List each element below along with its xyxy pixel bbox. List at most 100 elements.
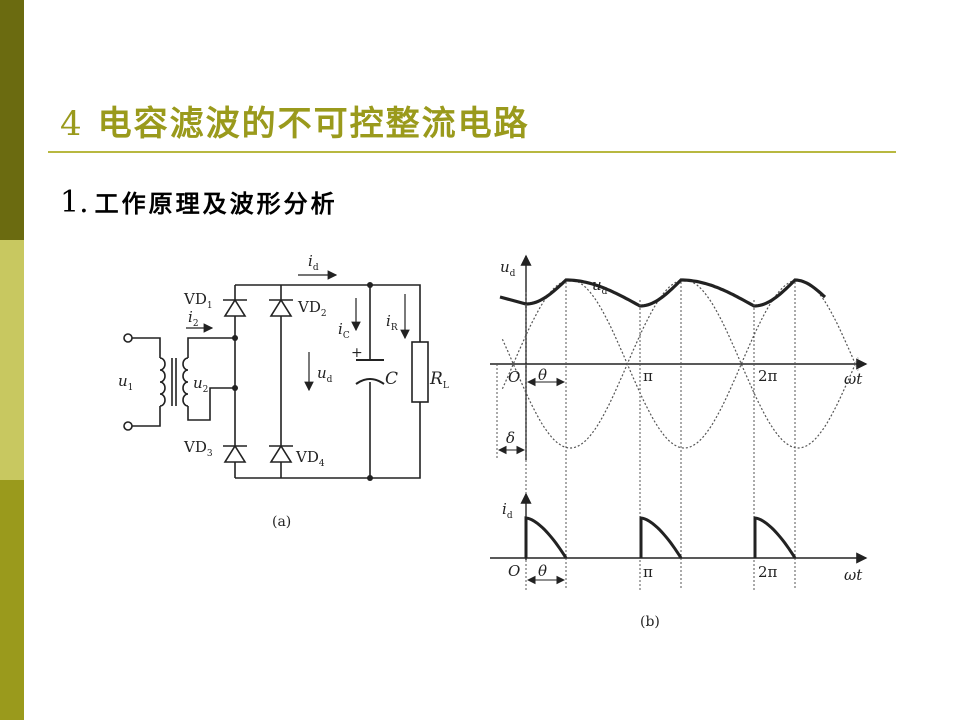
ud-axis-label: u — [500, 258, 510, 276]
input-terminal-top — [123, 333, 133, 343]
id-axis-sub: d — [507, 511, 513, 521]
secondary-coil — [182, 357, 189, 407]
svg-text:u1: u1 — [118, 372, 133, 393]
svg-text:i2: i2 — [188, 308, 199, 329]
pi-label-1: π — [643, 367, 653, 385]
ud-curve-sub: d — [602, 287, 608, 297]
ic-sub: C — [343, 331, 350, 341]
rl-label: R — [429, 369, 443, 389]
origin-label-2: O — [508, 562, 520, 580]
capacitor-plate-bottom — [355, 378, 385, 385]
ud-sub: d — [327, 375, 333, 385]
svg-text:VD4: VD4 — [295, 448, 325, 469]
svg-text:id: id — [502, 500, 513, 521]
diode-vd2 — [269, 298, 293, 317]
vd1-label: VD — [183, 290, 207, 308]
id-sub: d — [313, 263, 319, 273]
section-heading: 1.工作原理及波形分析 — [60, 184, 338, 220]
primary-wire-bottom — [132, 406, 161, 427]
secondary-wire-bottom — [187, 387, 235, 421]
svg-text:VD3: VD3 — [183, 438, 213, 459]
svg-text:ud: ud — [317, 364, 333, 385]
ud-curve-label: u — [592, 276, 602, 294]
u1-sub: 1 — [128, 383, 134, 393]
svg-text:RL: RL — [429, 369, 449, 391]
theta-label-2: θ — [538, 562, 547, 580]
secondary-wire-top — [187, 337, 235, 358]
two-pi-label-1: 2π — [758, 367, 778, 385]
vd3-label: VD — [183, 438, 207, 456]
origin-label-1: O — [508, 368, 520, 386]
resistor-rl — [411, 341, 429, 403]
caption-b: (b) — [640, 614, 660, 630]
waveform-labels: ud ud O θ δ π 2π ωt id O θ π 2π ωt (b) — [500, 258, 863, 630]
svg-text:iR: iR — [386, 312, 398, 333]
title-text: 电容滤波的不可控整流电路 — [97, 104, 530, 144]
svg-text:iC: iC — [338, 320, 350, 341]
bar-middle-segment — [0, 240, 24, 480]
i2-label: i — [188, 308, 193, 326]
top-rail — [235, 284, 421, 342]
vd2-label: VD — [297, 298, 321, 316]
caption-a: (a) — [272, 514, 291, 530]
vd4-sub: 4 — [319, 459, 325, 469]
diode-vd1 — [223, 298, 247, 317]
svg-text:ud: ud — [500, 258, 516, 279]
ud-axis-sub: d — [510, 269, 516, 279]
svg-text:u2: u2 — [193, 374, 208, 395]
primary-coil — [159, 357, 166, 407]
ud-label: u — [317, 364, 327, 382]
ic-label: i — [338, 320, 343, 338]
slide-title: 4 电容滤波的不可控整流电路 — [60, 96, 530, 145]
waveform-plot-ud — [490, 254, 868, 590]
bar-bottom-segment — [0, 480, 24, 720]
u1-label: u — [118, 372, 128, 390]
i2-sub: 2 — [193, 319, 199, 329]
two-pi-label-2: 2π — [758, 563, 778, 581]
rl-sub: L — [443, 381, 449, 391]
diode-vd4 — [269, 444, 293, 463]
junction-dot — [232, 385, 238, 391]
ir-label: i — [386, 312, 391, 330]
bar-top-segment — [0, 0, 24, 240]
u2-label: u — [193, 374, 203, 392]
negative-sine-curve — [501, 279, 859, 449]
section-text: 工作原理及波形分析 — [94, 190, 338, 218]
u2-sub: 2 — [203, 385, 209, 395]
junction-dot — [367, 282, 373, 288]
cap-label: C — [385, 369, 398, 389]
id-label: i — [308, 252, 313, 270]
waveform-plot-id — [490, 492, 868, 585]
junction-dot — [232, 335, 238, 341]
bottom-rail — [235, 402, 421, 479]
left-decorative-bar — [0, 0, 24, 720]
id-axis-label: i — [502, 500, 507, 518]
svg-text:ud: ud — [592, 276, 608, 297]
wt-label-2: ωt — [844, 566, 863, 584]
delta-label: δ — [506, 429, 515, 447]
diode-vd3 — [223, 444, 247, 463]
vd4-label: VD — [295, 448, 319, 466]
title-number: 4 — [60, 104, 84, 144]
circuit-diagram — [123, 270, 429, 481]
vd2-sub: 2 — [321, 309, 327, 319]
vd1-sub: 1 — [207, 301, 213, 311]
wt-label-1: ωt — [844, 370, 863, 388]
id-current-pulses — [524, 516, 797, 559]
vd3-sub: 3 — [207, 449, 213, 459]
plus-label: + — [351, 345, 363, 361]
svg-text:VD1: VD1 — [183, 290, 213, 311]
theta-label-1: θ — [538, 366, 547, 384]
section-number: 1. — [60, 185, 89, 220]
junction-dot — [367, 475, 373, 481]
svg-text:VD2: VD2 — [297, 298, 327, 319]
ir-sub: R — [391, 323, 398, 333]
title-rule — [48, 151, 896, 153]
ud-output-curve — [499, 278, 827, 308]
input-terminal-bottom — [123, 421, 133, 431]
primary-wire-top — [132, 337, 161, 358]
pi-label-2: π — [643, 563, 653, 581]
circuit-labels: u1 u2 i2 id iC iR ud VD1 VD2 VD3 VD4 + C… — [118, 252, 449, 530]
svg-text:id: id — [308, 252, 319, 273]
